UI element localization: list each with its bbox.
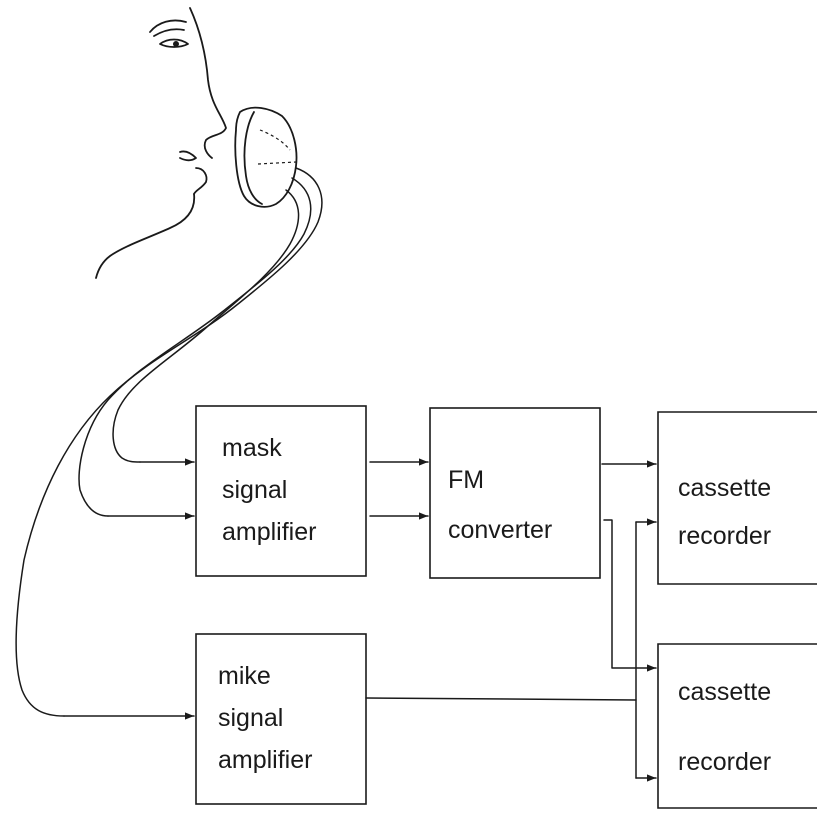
eye-sketch <box>159 38 189 48</box>
mask-amp-label-line2: signal <box>222 476 287 504</box>
mask-tube-outer <box>15 167 323 717</box>
mask-tube-inner <box>112 189 300 463</box>
eyebrow-sketch <box>149 19 187 33</box>
face-profile-sketch <box>189 7 227 159</box>
mike-signal-amplifier-block: mike signal amplifier <box>195 633 367 805</box>
mask-seam-dashed-2 <box>259 129 291 151</box>
cassette1-label-line1: cassette <box>678 474 771 502</box>
signal-connections <box>63 458 657 782</box>
line-fm-second-output <box>603 519 657 672</box>
fm-conv-label-line1: FM <box>448 466 484 494</box>
cassette2-label-line2: recorder <box>678 748 771 776</box>
eye-pupil <box>173 41 179 47</box>
mask-signal-amplifier-block: mask signal amplifier <box>195 405 367 577</box>
jaw-neck-sketch <box>95 193 196 279</box>
mike-amp-label-line3: amplifier <box>218 746 312 774</box>
fm-conv-label-line2: converter <box>448 516 552 544</box>
mask-inner-rim <box>243 111 263 205</box>
lower-lip-sketch <box>193 167 208 195</box>
mike-amp-label-line2: signal <box>218 704 283 732</box>
mike-amp-label-line1: mike <box>218 662 271 690</box>
cassette2-label-line1: cassette <box>678 678 771 706</box>
cassette1-label-line2: recorder <box>678 522 771 550</box>
mask-amp-label-line1: mask <box>222 434 282 462</box>
face-with-mask-illustration <box>15 7 323 717</box>
mask-amp-label-line3: amplifier <box>222 518 316 546</box>
mask-seam-dashed <box>257 161 297 165</box>
mouth-sketch <box>179 150 197 162</box>
cassette-recorder-1-block: cassette recorder <box>657 411 817 585</box>
mask-tube-middle <box>78 177 312 517</box>
fm-converter-block: FM converter <box>429 407 601 579</box>
cassette-recorder-2-block: cassette recorder <box>657 643 817 809</box>
line-mike-amp-out <box>365 697 637 701</box>
mask-outer-shell <box>234 106 298 208</box>
eyebrow-sketch-inner <box>153 28 185 37</box>
